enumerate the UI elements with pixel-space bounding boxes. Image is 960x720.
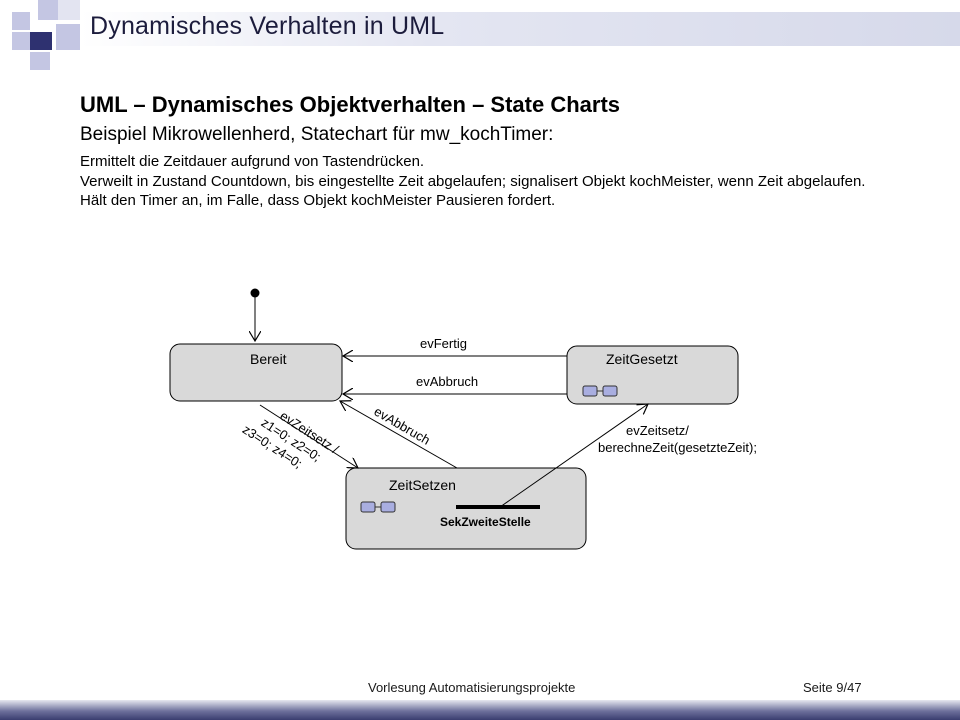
corner-square (58, 0, 80, 20)
state-bereit-label: Bereit (250, 351, 287, 367)
transition-ev-abbruch-diag-label: evAbbruch (372, 404, 433, 448)
transition-ev-zeitsetz2 (499, 404, 648, 508)
transition-ev-zeitsetz-label: evZeitsetz / z1=0; z2=0; z3=0; z4=0; (240, 408, 342, 471)
transition-ev-abbruch-diag (340, 401, 458, 469)
corner-square (12, 12, 30, 30)
transition-ev-zeitsetz (259, 404, 358, 468)
corner-square (12, 32, 30, 50)
footer-bar (0, 700, 960, 720)
description: Ermittelt die Zeitdauer aufgrund von Tas… (80, 152, 900, 211)
initial-state (250, 288, 260, 298)
composite-state-icon (360, 501, 396, 513)
transition-ev-zeitsetz2-line: evZeitsetz/ (626, 423, 689, 438)
description-line: Verweilt in Zustand Countdown, bis einge… (80, 172, 866, 190)
sub-state-label: SekZweiteStelle (440, 515, 531, 529)
corner-square (38, 0, 58, 20)
transition-ev-fertig-label: evFertig (420, 336, 467, 351)
corner-square (30, 52, 50, 70)
slide-subtitle: Beispiel Mikrowellenherd, Statechart für… (80, 124, 554, 145)
composite-state-icon (582, 385, 618, 397)
footer-course: Vorlesung Automatisierungsprojekte (368, 680, 576, 695)
transition-ev-zeitsetz2-line: berechneZeit(gesetzteZeit); (598, 440, 757, 455)
state-bereit (169, 343, 343, 402)
state-zeit-gesetzt-label: ZeitGesetzt (606, 351, 678, 367)
header-title: Dynamisches Verhalten in UML (90, 12, 445, 40)
corner-square (56, 24, 80, 50)
corner-square (30, 32, 52, 50)
description-line: Hält den Timer an, im Falle, dass Objekt… (80, 192, 556, 209)
transition-ev-abbruch-top-label: evAbbruch (416, 374, 478, 389)
slide-title: UML – Dynamisches Objektverhalten – Stat… (80, 92, 621, 117)
header-bar (80, 12, 960, 46)
description-line: Ermittelt die Zeitdauer aufgrund von Tas… (80, 153, 425, 170)
footer-page-number: Seite 9/47 (803, 680, 862, 695)
state-zeit-setzen-label: ZeitSetzen (389, 477, 456, 493)
